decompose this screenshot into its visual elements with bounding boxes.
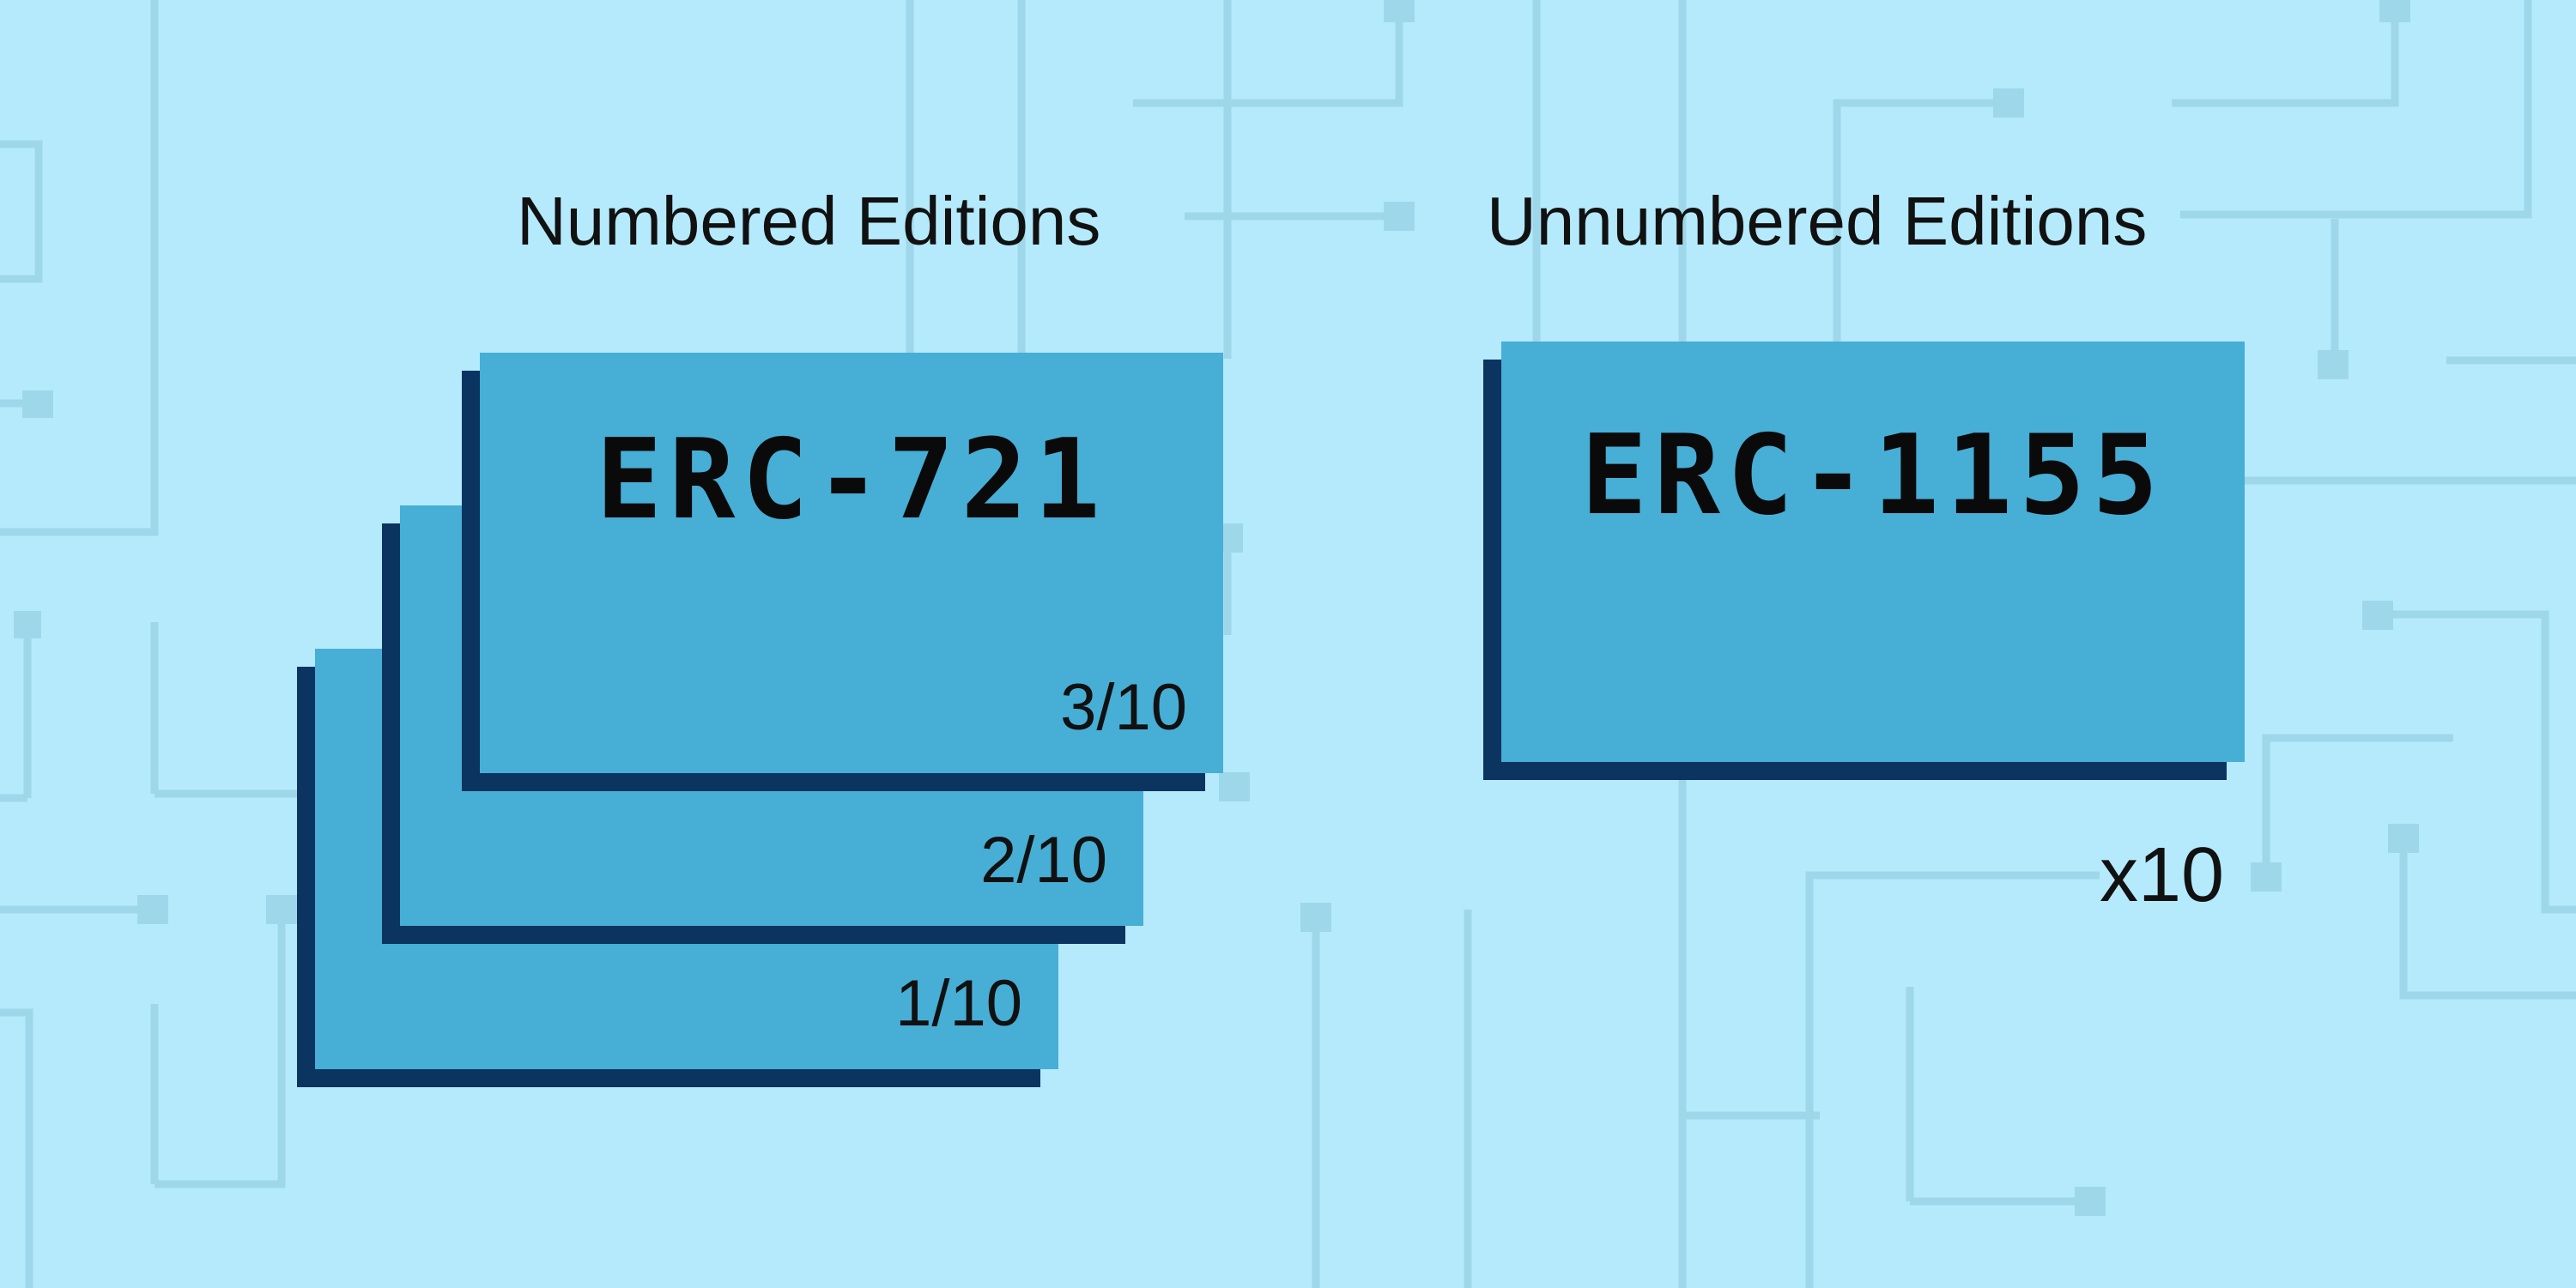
erc721-label: ERC-721 [596, 416, 1107, 544]
edition-number-label: 2/10 [980, 824, 1107, 897]
erc1155-label: ERC-1155 [1580, 412, 2166, 540]
unnumbered-editions-heading: Unnumbered Editions [1487, 183, 2148, 259]
numbered-editions-heading: Numbered Editions [517, 183, 1101, 259]
erc1155-card: ERC-1155 [1501, 342, 2245, 762]
edition-card-3: ERC-721 3/10 [480, 353, 1223, 773]
edition-number-label: 3/10 [1060, 671, 1187, 744]
copies-count: x10 [2100, 832, 2225, 918]
edition-number-label: 1/10 [895, 967, 1022, 1040]
